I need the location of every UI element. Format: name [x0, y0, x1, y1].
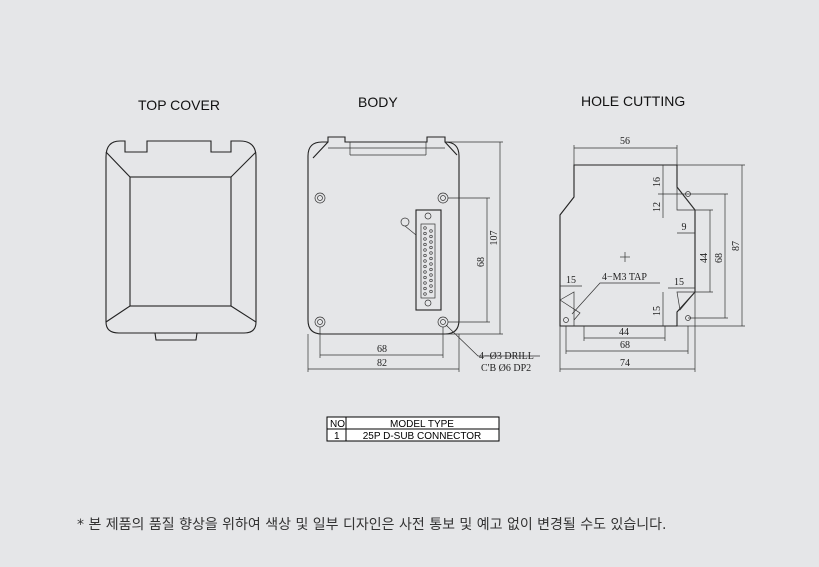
model-table: NO MODEL TYPE 1 25P D-SUB CONNECTOR — [326, 416, 500, 442]
table-row-no: 1 — [334, 431, 340, 442]
technical-drawing: TOP COVER BODY HOLE CUTTING — [105, 93, 745, 442]
mount-hole-bl — [314, 316, 326, 328]
connector-pin — [429, 240, 433, 244]
connector-pin — [423, 253, 427, 258]
body-hole-horizontal-dim: 68 — [377, 344, 387, 355]
connector-pin — [423, 281, 427, 285]
connector-pin — [423, 286, 427, 291]
body-title: BODY — [358, 94, 398, 110]
connector-pin — [423, 231, 427, 236]
hole-68-h-dim: 68 — [620, 340, 630, 351]
top-cover-title: TOP COVER — [138, 97, 220, 113]
connector-pin — [429, 273, 433, 277]
hole-12-dim: 12 — [652, 202, 663, 212]
table-header-no: NO — [330, 419, 345, 430]
hole-87-dim: 87 — [731, 241, 742, 251]
disclaimer-footnote: * 본 제품의 품질 향상을 위하여 색상 및 일부 디자인은 사전 통보 및 … — [77, 517, 667, 533]
body-view: 107 68 68 82 4−Ø3 DRILL C'B Ø6 DP2 — [307, 136, 540, 374]
connector-pin — [423, 292, 427, 296]
connector-pin — [429, 262, 433, 266]
connector-pin — [423, 237, 427, 241]
connector-pin — [423, 248, 427, 252]
hole-top-width-dim: 56 — [620, 136, 630, 147]
body-height-dim: 107 — [489, 231, 500, 246]
table-row-model: 25P D-SUB CONNECTOR — [363, 431, 482, 442]
hole-44-h-dim: 44 — [619, 327, 629, 338]
hole-cutting-view: 56 16 12 9 44 68 87 15 15 15 4−M3 TAP — [559, 136, 745, 372]
hole-15-left-dim: 15 — [566, 275, 576, 286]
connector-pin — [423, 259, 427, 263]
hole-68-v-dim: 68 — [714, 253, 725, 263]
hole-74-dim: 74 — [620, 358, 630, 369]
connector-pin — [429, 278, 433, 283]
connector-pin — [429, 245, 433, 250]
connector-pin — [429, 256, 433, 261]
hole-16-dim: 16 — [652, 177, 663, 187]
dsub-connector — [400, 209, 442, 311]
body-width-dim: 82 — [377, 358, 387, 369]
drill-note-1: 4−Ø3 DRILL — [479, 351, 534, 362]
connector-pin — [429, 284, 433, 288]
hole-cutting-title: HOLE CUTTING — [581, 93, 685, 109]
connector-pin — [423, 226, 427, 230]
connector-pin — [429, 229, 433, 233]
mount-hole-tl — [314, 192, 326, 204]
body-hole-vertical-dim: 68 — [476, 257, 487, 267]
connector-pin — [423, 270, 427, 274]
hole-15-right-dim: 15 — [674, 277, 684, 288]
connector-pin — [423, 264, 427, 269]
connector-pin — [423, 242, 427, 247]
table-header-model-type: MODEL TYPE — [390, 419, 454, 430]
hole-9-dim: 9 — [682, 222, 687, 233]
drill-note-2: C'B Ø6 DP2 — [481, 363, 531, 374]
mount-hole-tr — [437, 192, 449, 204]
top-cover-view — [105, 140, 257, 341]
tap-note: 4−M3 TAP — [602, 272, 647, 283]
hole-15-v-dim: 15 — [652, 306, 663, 316]
hole-44-v-dim: 44 — [699, 253, 710, 263]
connector-pin — [423, 275, 427, 280]
connector-pin — [429, 267, 433, 272]
connector-pin — [429, 289, 433, 294]
connector-pin — [429, 234, 433, 239]
connector-pin — [429, 251, 433, 255]
